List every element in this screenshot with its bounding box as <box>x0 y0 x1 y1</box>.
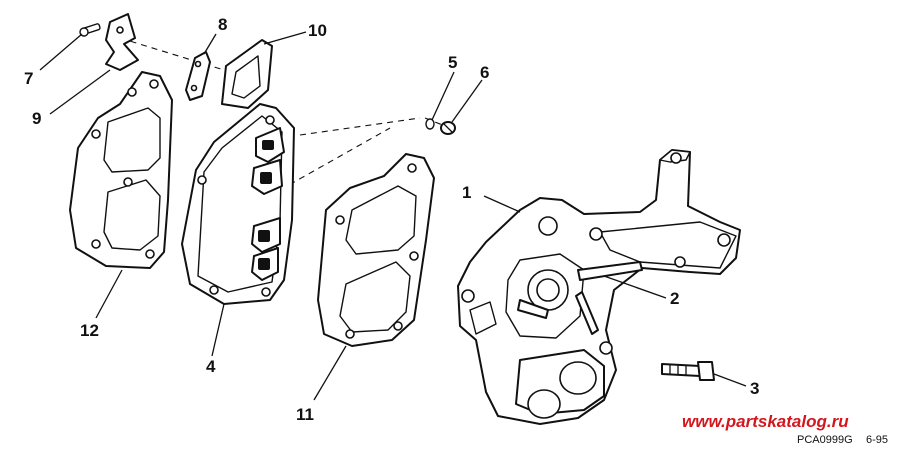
callout-5: 5 <box>448 53 457 72</box>
callout-3: 3 <box>750 379 759 398</box>
callout-7: 7 <box>24 69 33 88</box>
callout-labels: 1 2 3 4 5 6 7 8 9 10 11 12 <box>24 15 759 424</box>
callout-2: 2 <box>670 289 679 308</box>
part-5-washer <box>425 118 435 130</box>
callout-4: 4 <box>206 357 216 376</box>
callout-12: 12 <box>80 321 99 340</box>
part-7-screw <box>79 23 101 37</box>
callout-11: 11 <box>296 405 314 424</box>
part-1-exhaust-housing <box>457 149 741 425</box>
part-12-gasket <box>69 71 173 269</box>
callout-8: 8 <box>218 15 227 34</box>
part-3-bolt <box>661 361 715 381</box>
watermark-text: www.partskatalog.ru <box>682 412 849 431</box>
part-4-adapter-plate <box>181 103 295 305</box>
callout-10: 10 <box>308 21 327 40</box>
part-11-gasket <box>317 153 435 347</box>
callout-6: 6 <box>480 63 489 82</box>
drawing-code: PCA0999G <box>797 434 853 446</box>
part-6-nut <box>440 121 456 135</box>
part-10-gasket <box>221 39 273 109</box>
part-2-studs <box>517 261 643 335</box>
callout-1: 1 <box>462 183 471 202</box>
callout-9: 9 <box>32 109 41 128</box>
part-8-plate <box>185 51 211 101</box>
drawing-date: 6-95 <box>866 434 889 446</box>
part-9-clip <box>105 13 139 71</box>
leader-lines <box>39 31 747 401</box>
